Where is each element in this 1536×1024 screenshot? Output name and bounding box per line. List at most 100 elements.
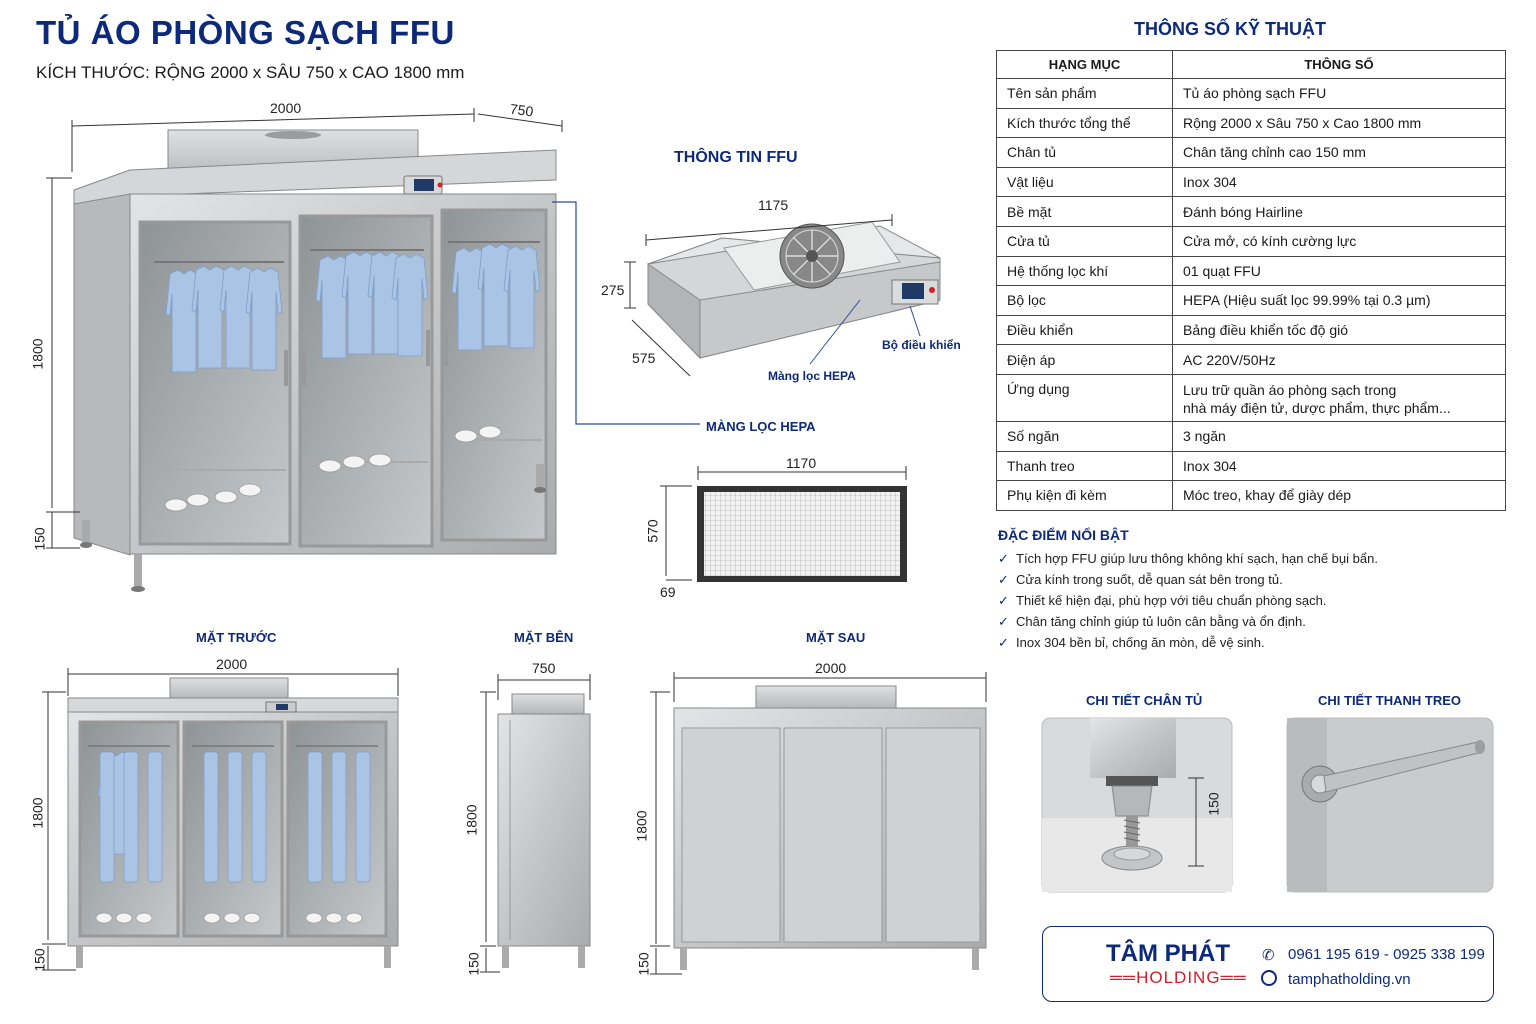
spec-value: Bảng điều khiển tốc độ gió	[1172, 314, 1506, 346]
leg-detail-dim: 150	[1205, 792, 1222, 816]
spec-value: Móc treo, khay để giày dép	[1172, 480, 1506, 511]
brand-name: TÂM PHÁT	[1106, 940, 1230, 967]
spec-key: Phụ kiện đi kèm	[996, 480, 1173, 511]
spec-value: Tủ áo phòng sạch FFU	[1172, 78, 1506, 109]
front-width-label: 2000	[216, 656, 248, 672]
spec-value: Inox 304	[1172, 166, 1506, 198]
spec-key: Điện áp	[996, 344, 1173, 375]
hepa-section-title: MÀNG LỌC HEPA	[706, 419, 816, 434]
spec-value: 3 ngăn	[1172, 420, 1506, 452]
check-icon: ✓	[998, 593, 1009, 608]
spec-value: HEPA (Hiệu suất lọc 99.99% tại 0.3 µm)	[1172, 285, 1506, 316]
spec-key: Chân tủ	[996, 137, 1173, 168]
website-link[interactable]: tamphatholding.vn	[1288, 971, 1411, 988]
ffu-section-title: THÔNG TIN FFU	[674, 149, 798, 166]
back-view-drawing	[673, 685, 987, 970]
spec-value: Đánh bóng Hairline	[1172, 196, 1506, 227]
back-view-dims	[650, 672, 987, 975]
spec-value: AC 220V/50Hz	[1172, 344, 1506, 375]
feature-item: ✓Inox 304 bền bỉ, chống ăn mòn, dễ vệ si…	[998, 635, 1265, 650]
spec-key: Kích thước tổng thể	[996, 107, 1173, 139]
side-view-drawing	[497, 693, 591, 968]
ffu-depth-label: 575	[632, 350, 656, 366]
spec-key: Bộ lọc	[996, 285, 1173, 316]
side-height-label: 1800	[463, 804, 480, 836]
phone-link[interactable]: 0961 195 619 - 0925 338 199	[1288, 946, 1485, 963]
main-width-label: 2000	[270, 100, 302, 116]
page-subtitle: KÍCH THƯỚC: RỘNG 2000 x SÂU 750 x CAO 18…	[36, 63, 465, 82]
brand-subname: ══HOLDING══	[1110, 968, 1247, 987]
rail-detail-photo	[1286, 717, 1494, 893]
spec-value: Chân tăng chỉnh cao 150 mm	[1172, 137, 1506, 168]
front-view-dims	[42, 668, 399, 971]
rail-detail-title: CHI TIẾT THANH TREO	[1318, 693, 1461, 708]
spec-key: Ứng dụng	[996, 373, 1173, 422]
side-leg-label: 150	[465, 952, 482, 976]
contact-card	[1042, 926, 1494, 1002]
feature-item: ✓Thiết kế hiện đại, phù hợp với tiêu chu…	[998, 593, 1327, 608]
spec-key: Hệ thống lọc khí	[996, 255, 1173, 287]
spec-key: Số ngăn	[996, 420, 1173, 452]
hepa-filter-drawing	[697, 486, 907, 582]
hepa-height-label: 570	[644, 519, 661, 543]
back-height-label: 1800	[633, 810, 650, 842]
check-icon: ✓	[998, 635, 1009, 650]
front-view-drawing	[67, 677, 399, 968]
front-height-label: 1800	[29, 797, 46, 829]
hepa-connector-line	[552, 201, 700, 425]
spec-key: Thanh treo	[996, 450, 1173, 482]
spec-key: Tên sản phẩm	[996, 78, 1173, 109]
spec-key: Cửa tủ	[996, 225, 1173, 257]
check-icon: ✓	[998, 572, 1009, 587]
main-dimension-lines	[46, 108, 563, 549]
front-leg-label: 150	[31, 948, 48, 972]
leg-detail-title: CHI TIẾT CHÂN TỦ	[1086, 693, 1203, 708]
check-icon: ✓	[998, 551, 1009, 566]
back-view-title: MẶT SAU	[806, 630, 866, 645]
ffu-height-label: 275	[601, 282, 625, 298]
spec-header-value: THÔNG SỐ	[1172, 50, 1506, 79]
side-view-title: MẶT BÊN	[514, 630, 574, 645]
ffu-length-label: 1175	[758, 197, 789, 213]
feature-item: ✓Tích hợp FFU giúp lưu thông không khí s…	[998, 551, 1378, 566]
features-title: ĐẶC ĐIỂM NỔI BẬT	[998, 527, 1129, 543]
globe-icon	[1261, 970, 1277, 986]
spec-key: Điều khiển	[996, 314, 1173, 346]
main-leg-label: 150	[31, 527, 48, 551]
ffu-hepa-callout: Màng lọc HEPA	[768, 369, 856, 383]
back-leg-label: 150	[635, 952, 652, 976]
feature-item: ✓Chân tăng chỉnh giúp tủ luôn cân bằng v…	[998, 614, 1306, 629]
ffu-unit-drawing	[647, 221, 941, 365]
spec-value: Cửa mở, có kính cường lực	[1172, 225, 1506, 257]
hepa-width-label: 1170	[786, 455, 817, 471]
spec-value: Rộng 2000 x Sâu 750 x Cao 1800 mm	[1172, 107, 1506, 139]
spec-value: Inox 304	[1172, 450, 1506, 482]
spec-title: THÔNG SỐ KỸ THUẬT	[1134, 19, 1326, 39]
page-title: TỦ ÁO PHÒNG SẠCH FFU	[36, 14, 455, 51]
side-width-label: 750	[532, 660, 556, 676]
main-height-label: 1800	[29, 338, 46, 370]
spec-key: Vật liệu	[996, 166, 1173, 198]
leg-detail-photo	[1041, 717, 1233, 893]
hepa-dimension-lines	[660, 466, 907, 581]
cabinet-3d	[73, 129, 557, 592]
spec-application-line2: nhà máy điện tử, dược phẩm, thực phẩm...	[1183, 399, 1451, 416]
feature-item: ✓Cửa kính trong suốt, dễ quan sát bên tr…	[998, 572, 1283, 587]
ffu-dimension-lines	[624, 214, 893, 377]
ffu-controller-callout: Bộ điều khiển	[882, 338, 961, 352]
phone-icon: ✆	[1262, 947, 1275, 964]
